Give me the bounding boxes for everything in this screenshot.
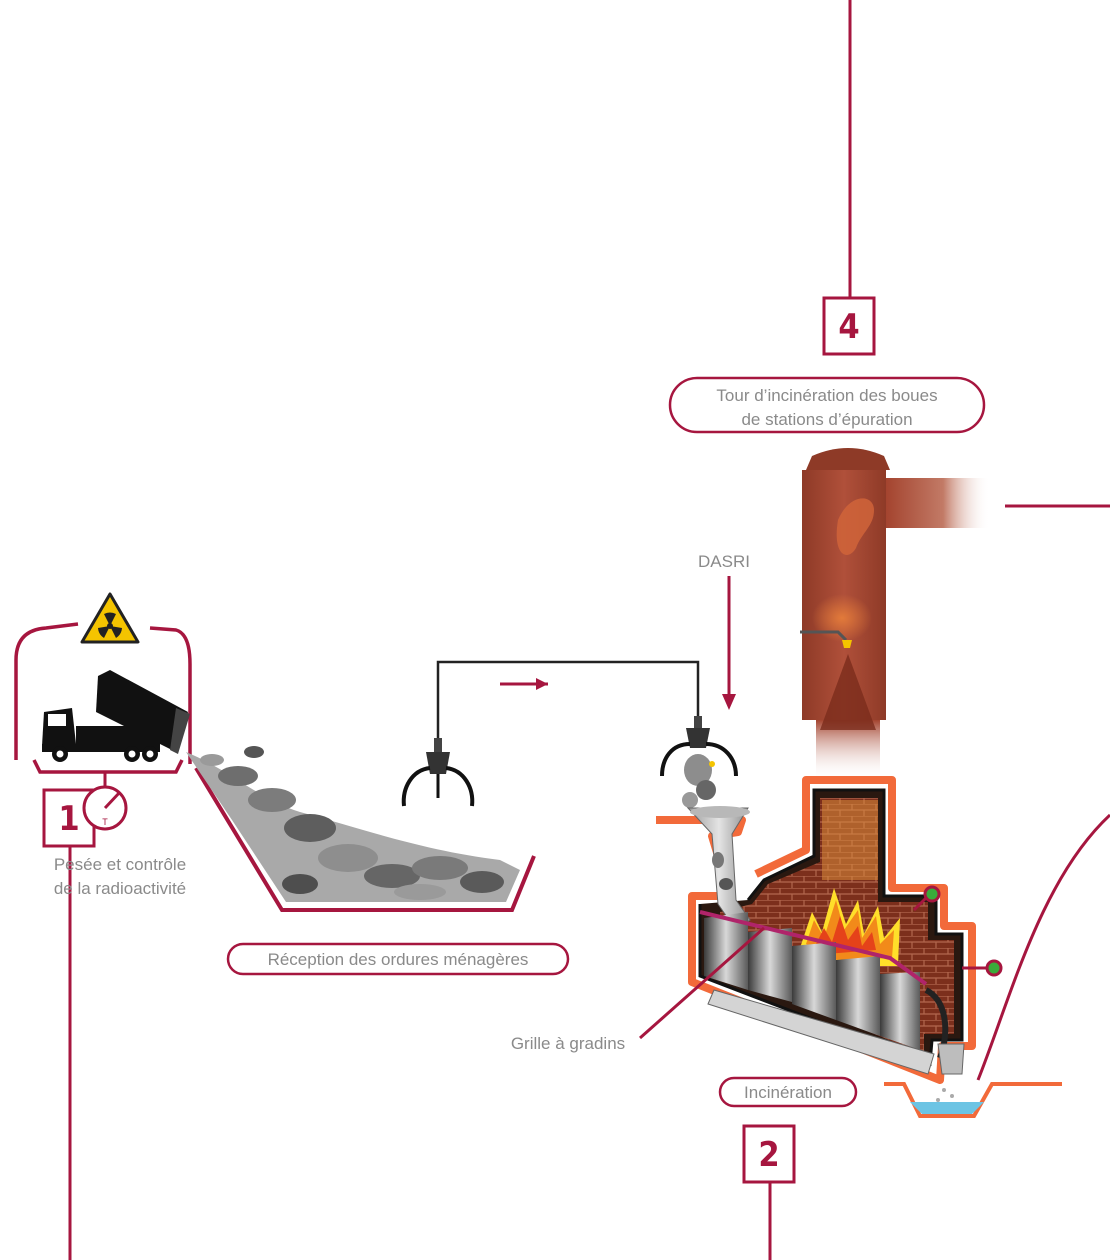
svg-text:Incinération: Incinération [744,1083,832,1102]
svg-text:Réception des ordures ménagère: Réception des ordures ménagères [268,950,529,969]
incineration-label: Incinération [718,1076,858,1108]
grate-callout-line [639,926,765,1040]
weight-gauge-icon: T [82,785,128,831]
crane-rail [436,660,700,738]
tower-label: Tour d’incinération des boues de station… [668,376,986,434]
furnace [656,776,1003,1084]
crane-grab-open-icon [401,738,475,807]
weighing-label-line2: de la radioactivité [54,879,186,898]
radiation-warning-icon [80,592,140,644]
reception-label: Réception des ordures ménagères [226,942,570,976]
dump-truck-icon [42,670,190,762]
step-2-badge: 2 [742,1124,796,1184]
svg-text:2: 2 [758,1135,779,1175]
crane-grab-loaded-icon [660,716,738,808]
ash-quench-tank [884,1082,1062,1118]
waste-pit [186,746,536,912]
pressure-sensor-icon [962,959,1003,977]
grate-label: Grille à gradins [511,1034,625,1053]
svg-text:T: T [102,817,108,827]
weighing-label-line1: Pesée et contrôle [54,855,186,874]
waste-pile [186,746,520,902]
svg-text:Tour d’incinération des boues: Tour d’incinération des boues [716,386,937,405]
weighing-station: T [14,622,192,831]
dasri-arrow [722,576,736,710]
svg-text:de stations d’épuration: de stations d’épuration [741,410,912,429]
dasri-label: DASRI [698,552,750,571]
svg-text:1: 1 [58,799,79,839]
step-4-badge: 4 [822,296,876,356]
stepped-grate [699,910,949,1075]
svg-text:4: 4 [838,307,859,347]
ash-connector-curve [976,813,1110,1081]
sludge-incineration-tower [800,448,990,780]
temperature-sensor-icon [912,885,941,912]
step-1-badge: 1 [42,788,96,848]
